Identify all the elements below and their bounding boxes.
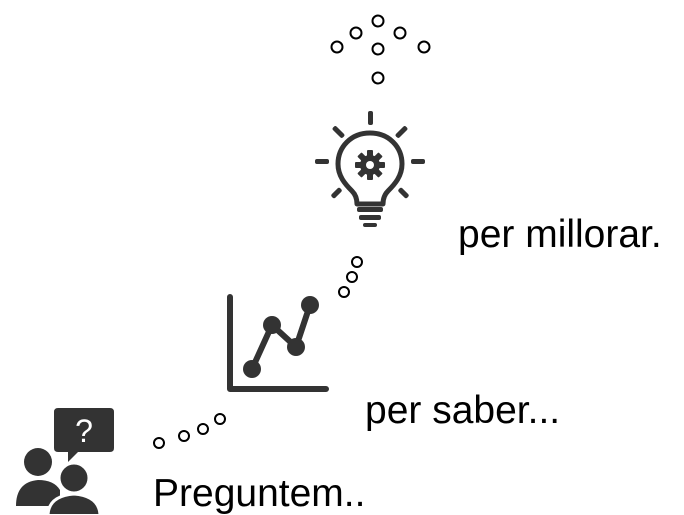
trail-dot: [346, 271, 358, 283]
trail-dot: [371, 42, 385, 56]
people-question-icon: ?: [16, 408, 114, 514]
trail-dot: [371, 71, 385, 85]
lightbulb-gear-icon: [315, 111, 425, 227]
trail-dot: [417, 40, 431, 54]
line-chart-icon: [227, 294, 329, 392]
step-label-ask: Preguntem..: [153, 472, 366, 515]
trail-dot: [349, 26, 363, 40]
trail-dot: [330, 40, 344, 54]
step-label-improve: per millorar.: [458, 213, 662, 256]
trail-dot: [393, 26, 407, 40]
trail-dot: [351, 256, 363, 268]
trail-dot: [197, 423, 209, 435]
question-mark: ?: [75, 413, 93, 449]
step-label-know: per saber...: [365, 389, 561, 432]
trail-dot: [153, 437, 165, 449]
trail-dot: [338, 286, 350, 298]
trail-dot: [214, 413, 226, 425]
trail-dot: [371, 14, 385, 28]
trail-dot: [178, 430, 190, 442]
